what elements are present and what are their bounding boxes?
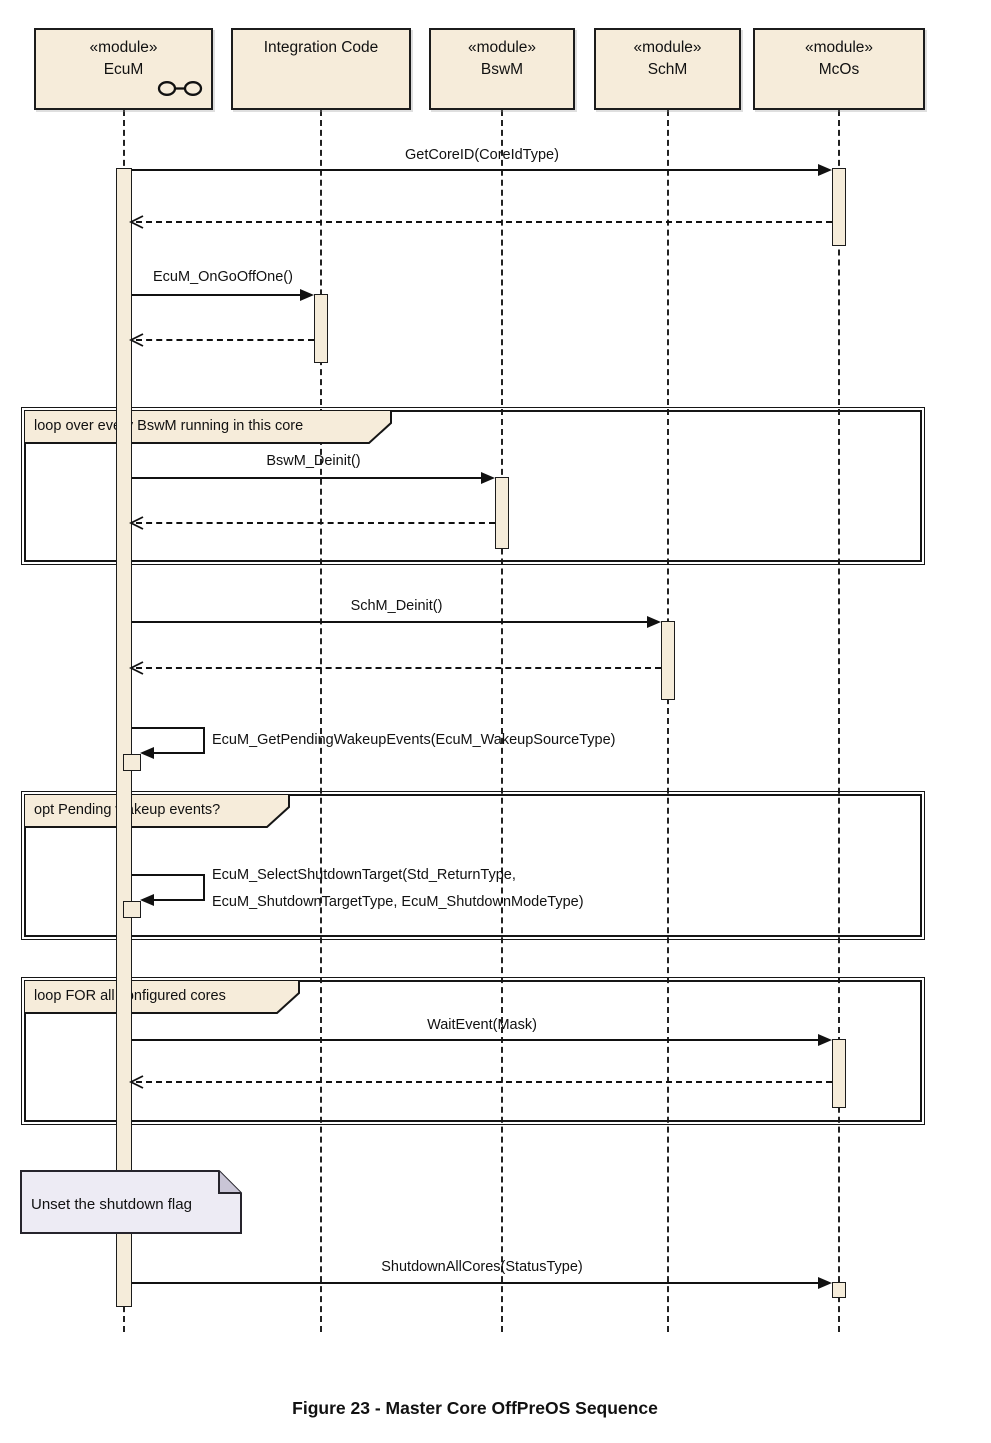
self-line-bottom — [153, 899, 205, 901]
message-line — [132, 477, 482, 479]
filled-arrowhead-icon — [300, 289, 314, 301]
return-line — [136, 221, 832, 223]
message-label-line1: EcuM_SelectShutdownTarget(Std_ReturnType… — [212, 867, 516, 883]
open-arrowhead-icon — [129, 215, 144, 229]
return-line — [136, 667, 661, 669]
participant-box-ecum: «module» EcuM — [34, 28, 213, 110]
return-line — [136, 1081, 832, 1083]
fragment-label-pentagon — [24, 980, 300, 1014]
filled-arrowhead-icon — [818, 164, 832, 176]
activation-ecum-self2 — [123, 901, 141, 918]
note-text: Unset the shutdown flag — [31, 1196, 192, 1213]
loop-fragment-bswm-label: loop over every BswM running in this cor… — [24, 410, 392, 444]
message-label: BswM_Deinit() — [266, 453, 361, 469]
link-circles-icon — [157, 81, 203, 96]
loop-fragment-cores-label: loop FOR all configured cores — [24, 980, 300, 1014]
loop-fragment-cores: loop FOR all configured cores — [21, 977, 925, 1125]
self-line-top — [132, 874, 203, 876]
activation-mcos-shutdown — [832, 1282, 846, 1298]
filled-arrowhead-icon — [818, 1277, 832, 1289]
activation-schm — [661, 621, 675, 700]
message-line — [132, 1282, 819, 1284]
activation-mcos-getcoreid — [832, 168, 846, 246]
lifeline-integration-code — [320, 110, 322, 1332]
self-line-right — [203, 727, 205, 754]
message-line — [132, 169, 819, 171]
note-shape — [20, 1170, 242, 1234]
activation-ecum-main — [116, 168, 132, 1307]
activation-integration-code — [314, 294, 328, 363]
loop-fragment-bswm: loop over every BswM running in this cor… — [21, 407, 925, 565]
filled-arrowhead-icon — [818, 1034, 832, 1046]
opt-fragment-pending-wakeup: opt Pending wakeup events? — [21, 791, 925, 940]
open-arrowhead-icon — [129, 516, 144, 530]
participant-box-mcos: «module» McOs — [753, 28, 925, 110]
activation-mcos-waitevent — [832, 1039, 846, 1108]
filled-arrowhead-icon — [647, 616, 661, 628]
open-arrowhead-icon — [129, 661, 144, 675]
fragment-label-pentagon — [24, 410, 392, 444]
lifeline-bswm — [501, 110, 503, 1332]
activation-bswm — [495, 477, 509, 549]
open-arrowhead-icon — [129, 1075, 144, 1089]
figure-caption: Figure 23 - Master Core OffPreOS Sequenc… — [292, 1398, 658, 1418]
participant-name: Integration Code — [263, 39, 379, 56]
stereotype-label: «module» — [89, 39, 158, 56]
filled-arrowhead-icon — [140, 894, 154, 906]
filled-arrowhead-icon — [481, 472, 495, 484]
message-line — [132, 621, 648, 623]
participant-box-bswm: «module» BswM — [429, 28, 575, 110]
message-label: GetCoreID(CoreIdType) — [405, 147, 559, 163]
return-line — [136, 522, 495, 524]
stereotype-label: «module» — [467, 39, 537, 56]
activation-ecum-self1 — [123, 754, 141, 771]
message-line — [132, 1039, 819, 1041]
opt-fragment-label: opt Pending wakeup events? — [24, 794, 290, 828]
lifeline-mcos — [838, 110, 840, 1332]
message-label: SchM_Deinit() — [350, 598, 443, 614]
open-arrowhead-icon — [129, 333, 144, 347]
participant-name: SchM — [647, 61, 688, 78]
lifeline-schm — [667, 110, 669, 1332]
fragment-operator-text: loop over every BswM running in this cor… — [34, 418, 304, 434]
message-label: EcuM_GetPendingWakeupEvents(EcuM_WakeupS… — [212, 732, 616, 748]
participant-name: McOs — [818, 61, 860, 78]
self-line-bottom — [153, 752, 205, 754]
return-line — [136, 339, 314, 341]
note-unset-shutdown-flag: Unset the shutdown flag — [20, 1170, 242, 1234]
message-label: EcuM_OnGoOffOne() — [153, 269, 293, 285]
participant-name: EcuM — [103, 61, 144, 78]
participant-box-schm: «module» SchM — [594, 28, 741, 110]
message-label: WaitEvent(Mask) — [427, 1017, 537, 1033]
participant-name: BswM — [480, 61, 524, 78]
stereotype-label: «module» — [633, 39, 702, 56]
message-label: ShutdownAllCores(StatusType) — [381, 1259, 583, 1275]
self-line-right — [203, 874, 205, 901]
self-line-top — [132, 727, 203, 729]
message-label-line2: EcuM_ShutdownTargetType, EcuM_ShutdownMo… — [212, 894, 584, 910]
message-line — [132, 294, 301, 296]
filled-arrowhead-icon — [140, 747, 154, 759]
stereotype-label: «module» — [804, 39, 874, 56]
fragment-label-pentagon — [24, 794, 290, 828]
participant-box-integration-code: Integration Code — [231, 28, 411, 110]
